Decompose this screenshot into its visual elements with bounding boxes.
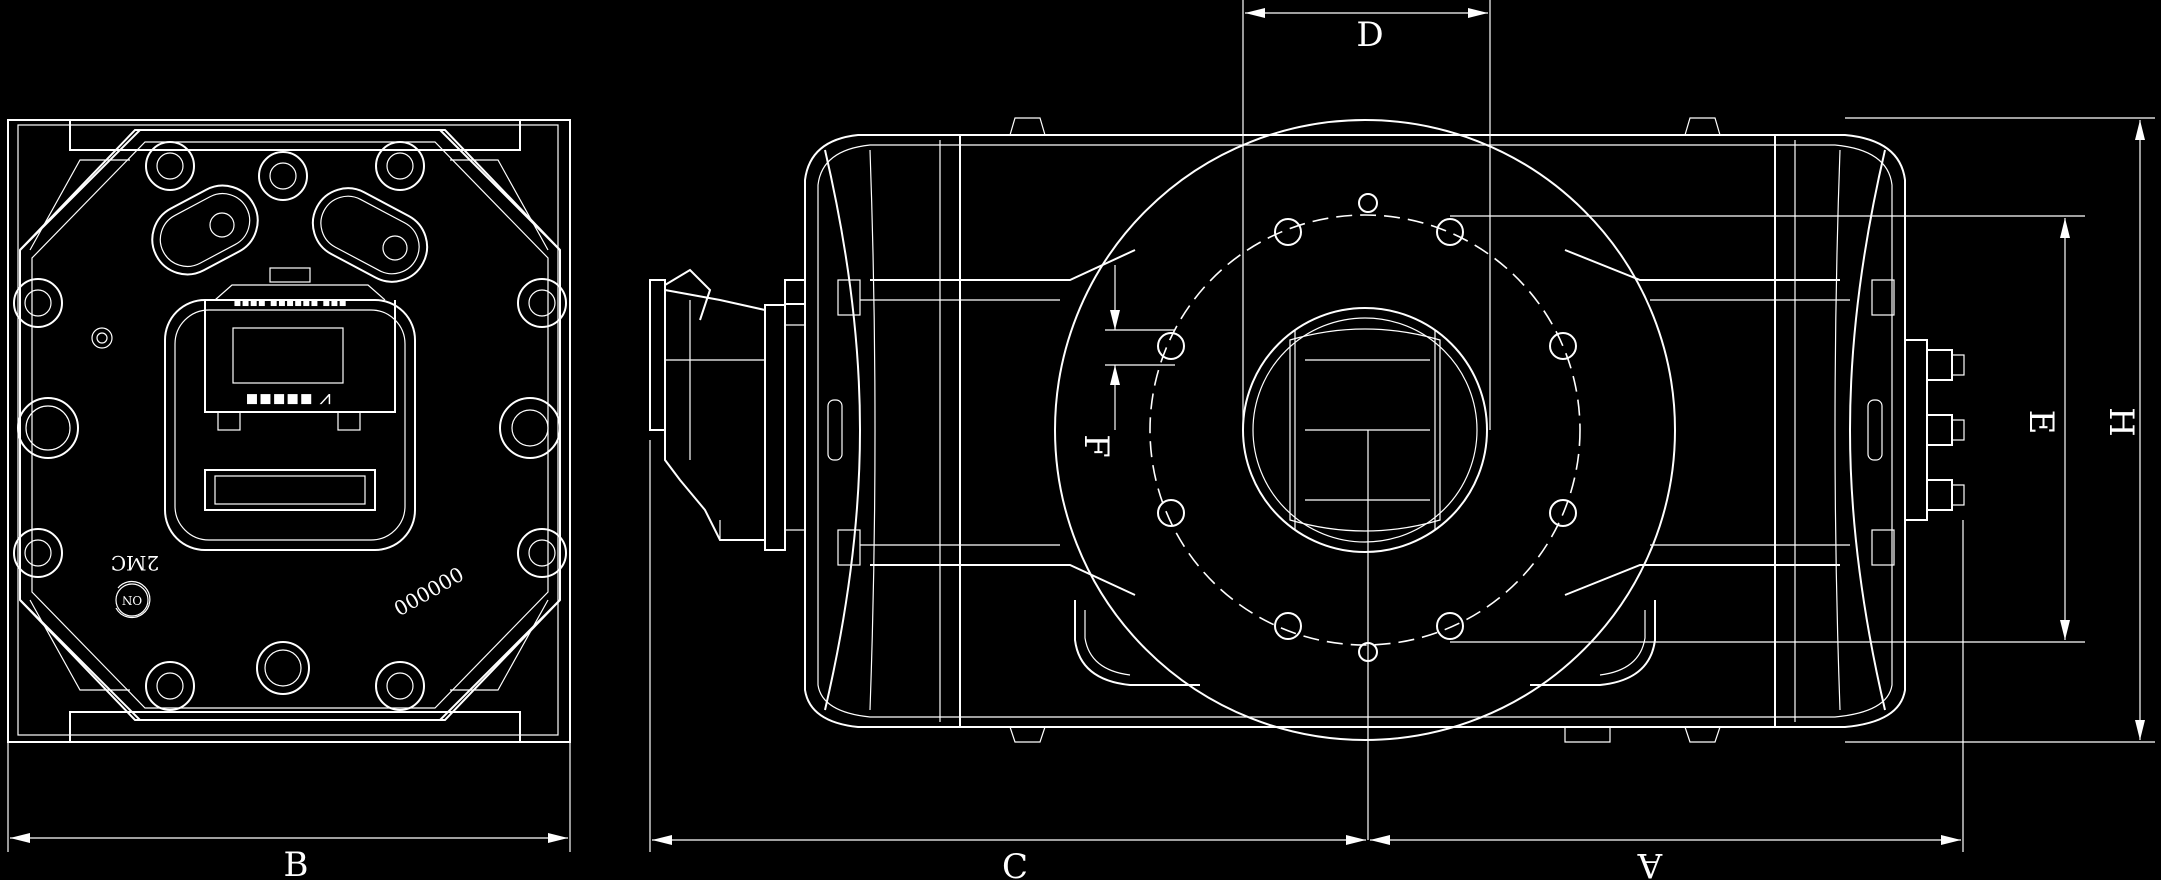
front-body-outline bbox=[7, 119, 571, 743]
register-head: ▪▪▪ ▪▪▪▪▪▪ ▪▪▪▪ ⩗ ▪▪▪▪▪ bbox=[164, 267, 416, 551]
end-lugs bbox=[827, 279, 1895, 566]
bolt-circle bbox=[1149, 214, 1581, 646]
rotation-badge: ON bbox=[122, 593, 142, 607]
dim-B: B bbox=[7, 742, 571, 880]
register-logo: ⩗ ▪▪▪▪▪ bbox=[245, 389, 330, 413]
dim-label-E: E bbox=[2021, 410, 2061, 435]
dim-F: F bbox=[1076, 265, 1175, 458]
serial-number: 000000 bbox=[389, 562, 467, 621]
rotation-symbol: ON 2MC bbox=[111, 551, 160, 619]
dim-H: H bbox=[1845, 117, 2155, 743]
dim-E: E bbox=[1450, 215, 2085, 643]
dim-A: A bbox=[1370, 520, 1964, 880]
front-top-flange bbox=[69, 119, 521, 151]
dim-label-C: C bbox=[1002, 847, 1028, 880]
rotation-label: 2MC bbox=[111, 551, 160, 575]
inlet-flange-outer bbox=[1054, 119, 1676, 741]
front-bottom-flange bbox=[69, 711, 521, 743]
dim-label-H: H bbox=[2101, 407, 2141, 437]
front-oval-ports bbox=[151, 184, 429, 283]
dim-C: C bbox=[649, 440, 1366, 880]
dim-D: D bbox=[1242, 0, 1491, 430]
dim-label-D: D bbox=[1356, 15, 1383, 55]
dim-label-B: B bbox=[284, 845, 309, 880]
front-view: ▪▪▪ ▪▪▪▪▪▪ ▪▪▪▪ ⩗ ▪▪▪▪▪ ON 2MC 000000 bbox=[7, 119, 571, 743]
flange-bolts bbox=[1157, 193, 1577, 662]
front-octagon bbox=[19, 129, 561, 721]
left-drive-assembly bbox=[649, 268, 806, 551]
dim-label-A: A bbox=[1637, 845, 1663, 880]
right-fittings bbox=[1904, 339, 1965, 521]
register-text: ▪▪▪ ▪▪▪▪▪▪ ▪▪▪▪ bbox=[233, 297, 346, 311]
side-body-outline bbox=[804, 134, 1906, 728]
dim-label-F: F bbox=[1076, 434, 1116, 458]
side-view bbox=[649, 117, 1965, 840]
front-bolts bbox=[13, 141, 567, 711]
